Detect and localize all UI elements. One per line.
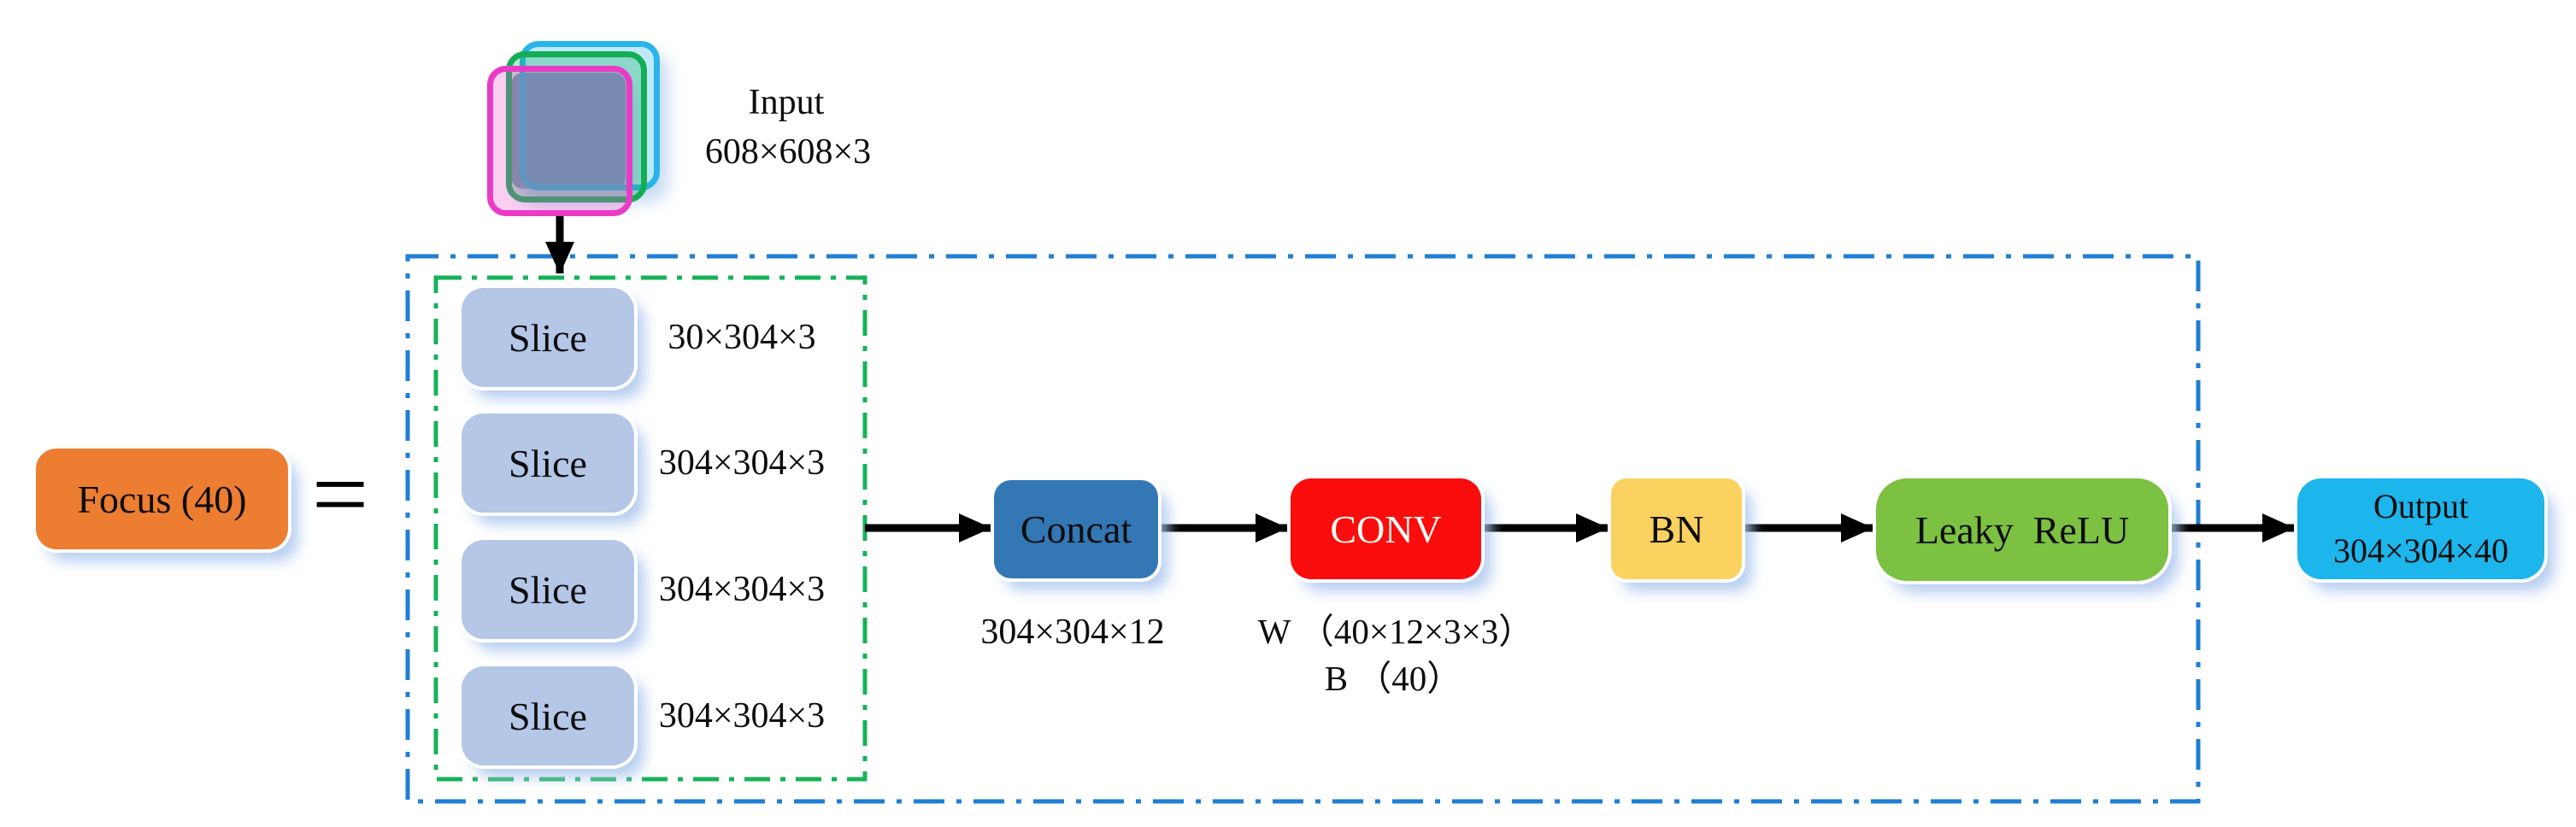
slice-box-2: Slice xyxy=(462,414,634,513)
batchnorm-box: BN xyxy=(1611,478,1742,579)
input-label: Input xyxy=(748,83,825,122)
output-dims: 304×304×40 xyxy=(2332,531,2509,570)
slice-dims-1: 30×304×3 xyxy=(668,318,816,357)
output-box: Output 304×304×40 xyxy=(2297,478,2544,579)
conv-weights-label: W （40×12×3×3） xyxy=(1257,612,1534,651)
conv-box: CONV xyxy=(1291,478,1481,579)
equals-sign: = xyxy=(311,438,369,550)
focus-module-box: Focus (40) xyxy=(36,449,288,549)
concat-dims: 304×304×12 xyxy=(980,613,1165,652)
slice-box-3: Slice xyxy=(462,540,634,639)
slice-box-4: Slice xyxy=(462,666,634,765)
conv-bias-label: B （40） xyxy=(1324,659,1462,698)
slice-dims-3: 304×304×3 xyxy=(658,570,826,609)
concat-box: Concat xyxy=(994,480,1158,578)
slice-box-1: Slice xyxy=(462,288,634,387)
input-image-fill xyxy=(511,73,626,189)
output-label: Output xyxy=(2373,487,2469,525)
slice-dims-4: 304×304×3 xyxy=(658,696,826,736)
input-dims: 608×608×3 xyxy=(704,132,872,172)
leaky-relu-box: Leaky ReLU xyxy=(1876,478,2168,581)
input-channel-front-square xyxy=(487,66,632,216)
slice-dims-2: 304×304×3 xyxy=(658,443,826,483)
